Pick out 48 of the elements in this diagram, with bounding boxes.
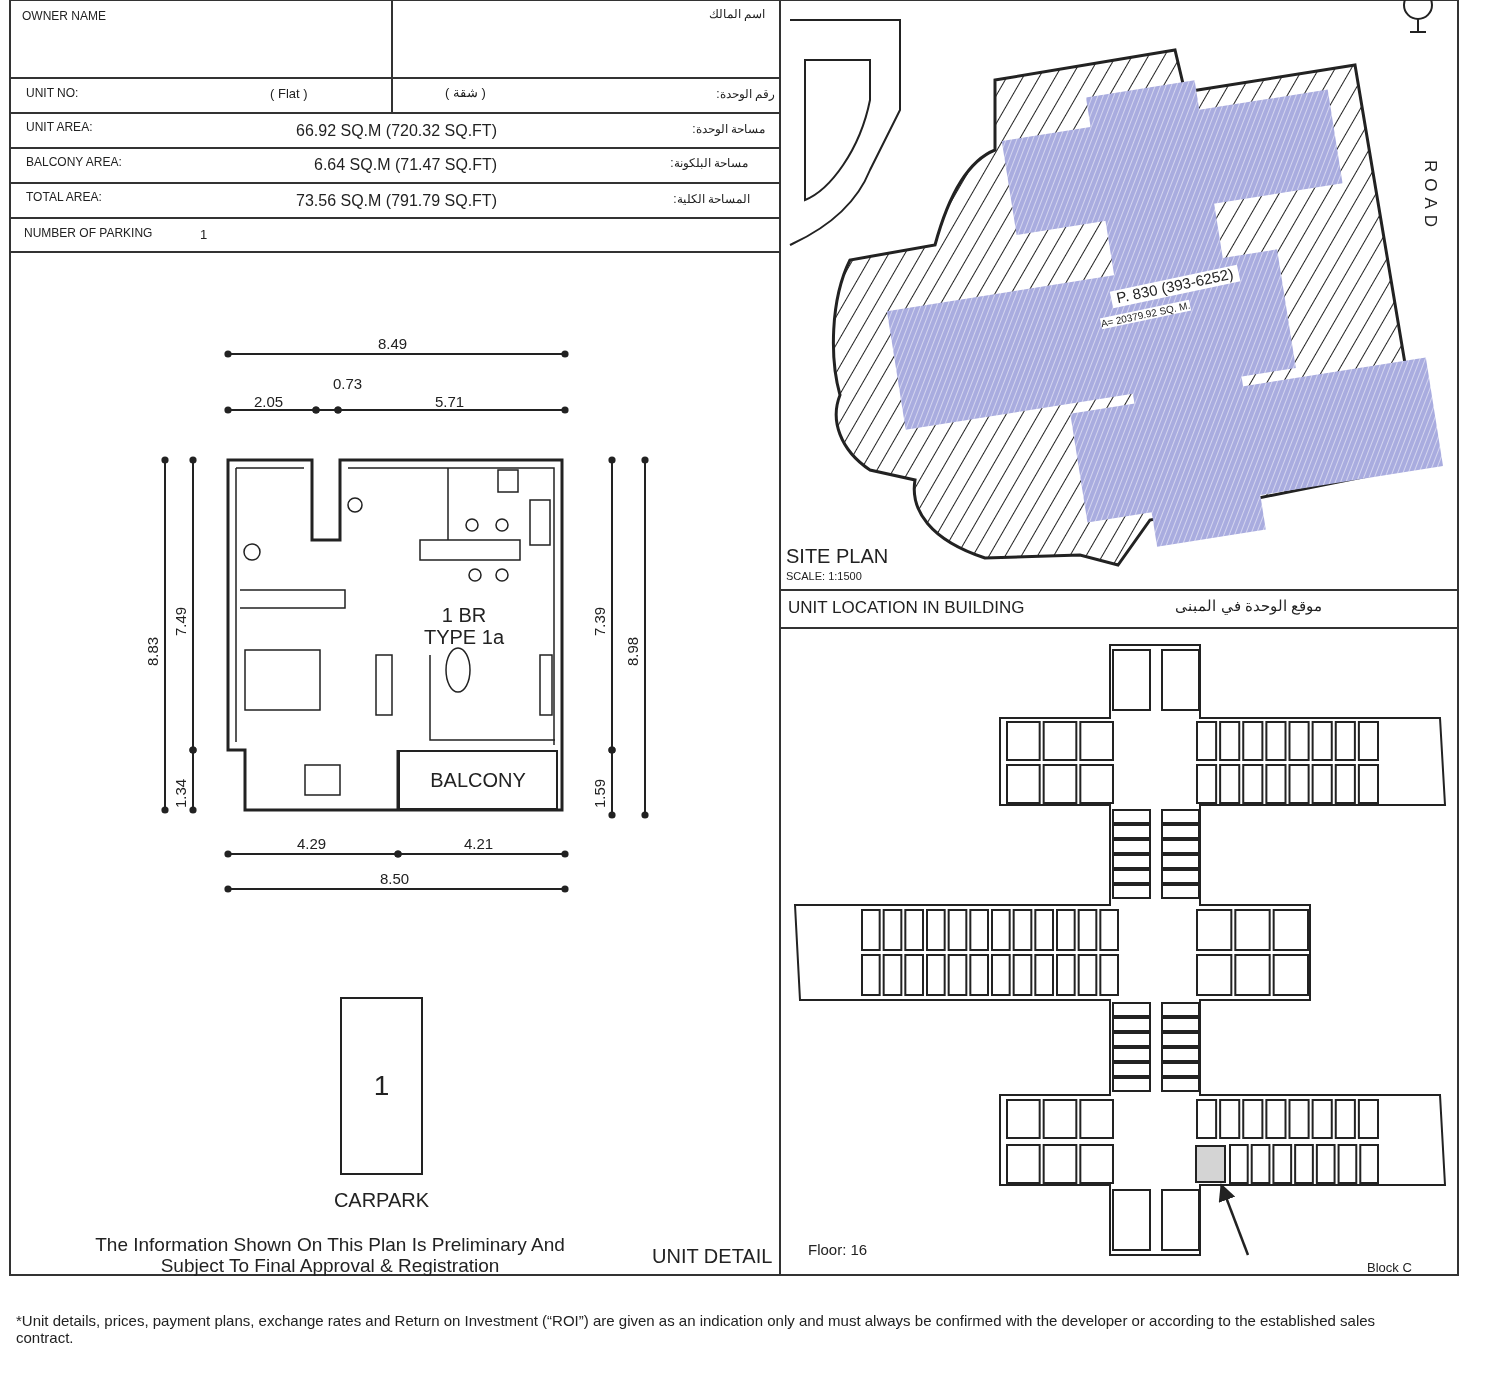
highlighted-unit: [1195, 1145, 1226, 1183]
room-label: 1 BR TYPE 1a: [422, 604, 505, 648]
block-label: Block C: [1367, 1261, 1412, 1276]
arrow: [1218, 1183, 1250, 1256]
section-title: موقع الوحدة في المبنى: [1175, 598, 1322, 615]
dimension-value: 7.49: [173, 606, 190, 636]
owner-label: اسم المالك: [708, 8, 765, 22]
disclaimer-text: *Unit details, prices, payment plans, exchange rates and Return on Investment (“ROI”) are given as an indication only and must always be confirmed with the developer or according to the established sales contract.: [16, 1312, 1377, 1346]
box-label: 1: [373, 1070, 390, 1102]
plan-note: The Information Shown On This Plan Is Preliminary And Subject To Final Approval & Registration: [94, 1235, 566, 1277]
field-label: UNIT AREA:: [26, 121, 93, 135]
floor-label: Floor: 16: [808, 1242, 868, 1259]
section-title: UNIT LOCATION IN BUILDING: [788, 599, 1025, 618]
plan-title: SITE PLAN: [786, 545, 889, 567]
dimension-value: 0.73: [333, 376, 363, 393]
dimension-value: 5.71: [435, 394, 465, 411]
dimension-value: 1.34: [173, 778, 190, 808]
dimension-value: 2.05: [254, 394, 284, 411]
field-value: 66.92 SQ.M (720.32 SQ.FT): [296, 122, 497, 140]
dimension-value: 8.49: [378, 336, 408, 353]
dimension-value: 8.98: [625, 636, 642, 666]
owner-label: OWNER NAME: [22, 10, 106, 24]
road-label: ROAD: [1420, 160, 1439, 234]
box-label: BALCONY: [430, 768, 526, 792]
field-label: المساحة الكلية:: [673, 193, 750, 207]
dimension-value: 4.21: [464, 836, 494, 853]
dimension-value: 8.83: [145, 636, 162, 666]
field-label: مساحة الوحدة:: [692, 123, 765, 137]
dimension-value: 7.39: [592, 606, 609, 636]
field-value: 1: [200, 228, 208, 243]
field-label: BALCONY AREA:: [26, 156, 122, 170]
parking-caption: CARPARK: [332, 1189, 431, 1211]
field-label: مساحة البلكونة:: [670, 157, 748, 171]
field-label: ( شقة ): [445, 86, 486, 101]
dimension-value: 4.29: [297, 836, 327, 853]
dimension-value: 1.59: [592, 778, 609, 808]
field-value: 73.56 SQ.M (791.79 SQ.FT): [296, 192, 497, 210]
section-title: UNIT DETAIL: [652, 1245, 773, 1267]
field-value: 6.64 SQ.M (71.47 SQ.FT): [314, 156, 498, 174]
field-label: NUMBER OF PARKING: [24, 227, 153, 241]
field-label: رقم الوحدة:: [716, 88, 775, 102]
scale-note: SCALE: 1:1500: [786, 570, 862, 583]
parking-space: [340, 997, 423, 1175]
field-label: ( Flat ): [270, 87, 308, 102]
field-label: UNIT NO:: [26, 87, 79, 101]
balcony-box: [398, 750, 558, 810]
dimension-value: 8.50: [380, 871, 410, 888]
field-label: TOTAL AREA:: [26, 191, 102, 205]
